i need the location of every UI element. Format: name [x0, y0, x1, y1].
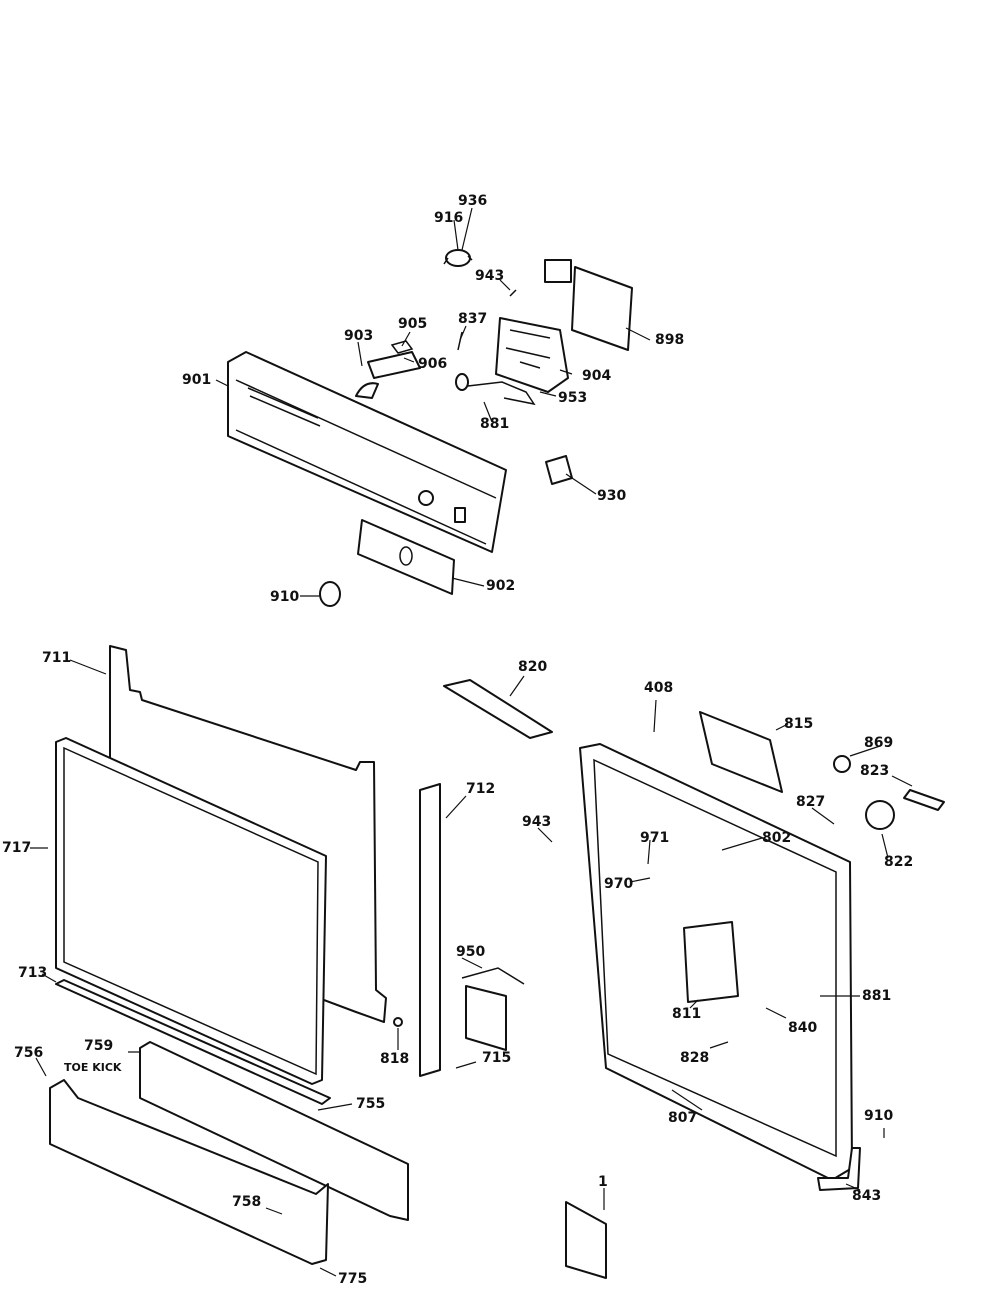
- label-905: 905: [398, 316, 427, 332]
- label-950: 950: [456, 944, 485, 960]
- label-828: 828: [680, 1050, 709, 1066]
- label-755: 755: [356, 1096, 385, 1112]
- label-910b: 910: [864, 1108, 893, 1124]
- label-930: 930: [597, 488, 626, 504]
- part-759-toe-kick: [139, 1041, 409, 1221]
- part-869-cap: [833, 755, 851, 773]
- part-756-toe-kick: [49, 1079, 329, 1265]
- part-901-console: [227, 351, 507, 553]
- part-815-vent: [699, 711, 783, 793]
- part-906-switch: [355, 340, 421, 399]
- part-715-bracket: [461, 967, 525, 1051]
- part-898-insulation: [571, 266, 633, 351]
- part-820-handle: [443, 679, 553, 739]
- label-820: 820: [518, 659, 547, 675]
- label-713: 713: [18, 965, 47, 981]
- label-953: 953: [558, 390, 587, 406]
- label-408: 408: [644, 680, 673, 696]
- label-843: 843: [852, 1188, 881, 1204]
- label-715: 715: [482, 1050, 511, 1066]
- label-902: 902: [486, 578, 515, 594]
- label-717: 717: [2, 840, 31, 856]
- label-881: 881: [480, 416, 509, 432]
- label-711: 711: [42, 650, 71, 666]
- label-898: 898: [655, 332, 684, 348]
- label-811: 811: [672, 1006, 701, 1022]
- label-1: 1: [598, 1174, 608, 1190]
- label-903: 903: [344, 328, 373, 344]
- label-840: 840: [788, 1020, 817, 1036]
- label-936: 936: [458, 193, 487, 209]
- part-837: [457, 331, 463, 351]
- part-904-timer: [495, 317, 569, 393]
- label-916: 916: [434, 210, 463, 226]
- label-712: 712: [466, 781, 495, 797]
- part-811-dispenser: [683, 921, 739, 1003]
- label-881b: 881: [862, 988, 891, 1004]
- part-712-channel: [419, 783, 441, 1077]
- label-943a: 943: [475, 268, 504, 284]
- label-759: 759: [84, 1038, 113, 1054]
- part-902-trim: [357, 519, 455, 595]
- part-labels: 936 916 943 837 898 903 905 906 904 901 …: [2, 193, 913, 1287]
- label-807: 807: [668, 1110, 697, 1126]
- leader-lines: [30, 207, 913, 1277]
- label-775: 775: [338, 1271, 367, 1287]
- label-818: 818: [380, 1051, 409, 1067]
- label-906: 906: [418, 356, 447, 372]
- part-818: [393, 1017, 403, 1027]
- label-822: 822: [884, 854, 913, 870]
- label-971: 971: [640, 830, 669, 846]
- part-822-arm: [865, 800, 895, 830]
- label-758: 758: [232, 1194, 261, 1210]
- label-837: 837: [458, 311, 487, 327]
- label-815: 815: [784, 716, 813, 732]
- label-869: 869: [864, 735, 893, 751]
- part-823: [903, 789, 945, 811]
- part-843-hinge: [817, 1147, 861, 1191]
- label-943b: 943: [522, 814, 551, 830]
- toe-kick-label: TOE KICK: [64, 1061, 122, 1074]
- label-910a: 910: [270, 589, 299, 605]
- label-904: 904: [582, 368, 611, 384]
- part-910-knob: [319, 581, 341, 607]
- part-930-switch: [544, 259, 572, 283]
- part-713-strip: [55, 979, 331, 1105]
- label-901: 901: [182, 372, 211, 388]
- part-1-literature: [565, 1201, 607, 1279]
- part-936-knob: [443, 249, 473, 267]
- label-827: 827: [796, 794, 825, 810]
- label-970: 970: [604, 876, 633, 892]
- label-756: 756: [14, 1045, 43, 1061]
- label-802: 802: [762, 830, 791, 846]
- part-717-door-panel: [55, 737, 327, 1085]
- part-943-screw: [509, 289, 517, 297]
- part-881-actuator: [455, 373, 536, 406]
- label-823: 823: [860, 763, 889, 779]
- part-930-relay: [545, 455, 573, 485]
